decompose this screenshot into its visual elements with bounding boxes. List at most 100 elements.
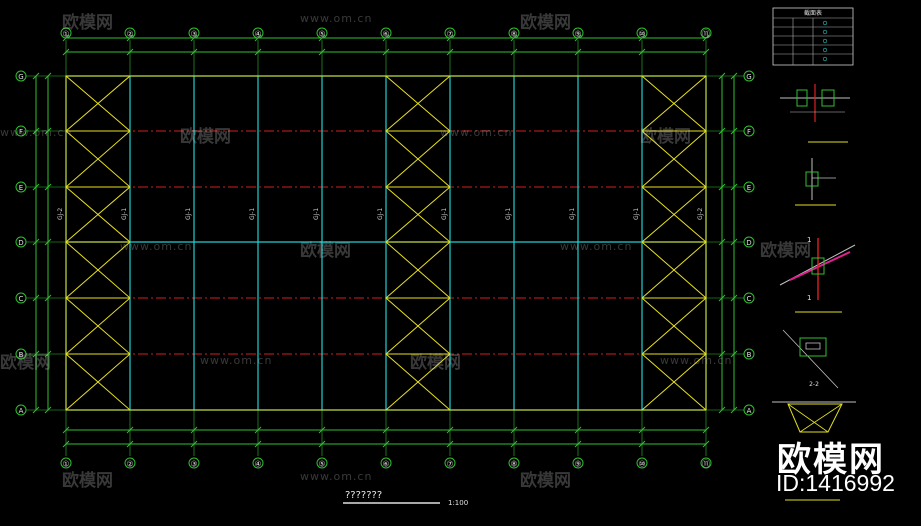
axis-bubble-label: G xyxy=(18,73,23,81)
watermark-brand: 欧模网 xyxy=(520,13,571,33)
axis-bubble-top xyxy=(444,27,456,39)
x-brace xyxy=(641,241,707,299)
axis-bubble-label: B xyxy=(19,351,24,359)
x-brace xyxy=(385,241,451,299)
x-brace xyxy=(385,353,451,411)
legend-symbol xyxy=(822,20,828,26)
watermark-site: www.om.cn xyxy=(0,126,73,139)
axis-bubble-label: ① xyxy=(62,30,69,39)
legend-table: 截面表 xyxy=(772,7,854,66)
watermark-site: www.om.cn xyxy=(300,12,373,25)
axis-bubble-bottom xyxy=(508,457,520,469)
axis-bubble-bottom xyxy=(316,457,328,469)
x-brace xyxy=(65,186,131,243)
column-label: GJ-1 xyxy=(377,208,384,220)
axis-bubble-label: C xyxy=(19,295,24,303)
x-brace xyxy=(385,75,451,132)
brand-logo-text: 欧模网 xyxy=(777,440,885,480)
axis-bubble-label: ⑧ xyxy=(510,30,517,39)
axis-bubble-left xyxy=(15,292,27,304)
axis-bubble-bottom xyxy=(636,457,648,469)
axis-bubble-label: ④ xyxy=(254,460,261,469)
axis-bubble-label: ⑤ xyxy=(318,30,325,39)
x-brace xyxy=(641,75,707,132)
axis-bubble-label: E xyxy=(747,184,751,192)
axis-bubble-label: D xyxy=(18,239,23,247)
watermark-brand: 欧模网 xyxy=(760,241,811,261)
x-brace xyxy=(641,353,707,411)
axis-bubble-label: ⑪ xyxy=(702,30,710,39)
axis-bubble-top xyxy=(636,27,648,39)
detail-connection-1 xyxy=(780,84,850,143)
column-label: GJ-1 xyxy=(441,208,448,220)
x-brace xyxy=(641,186,707,243)
axis-bubble-bottom xyxy=(572,457,584,469)
detail-line xyxy=(787,403,829,433)
x-brace xyxy=(385,297,451,355)
detail-base-node xyxy=(772,401,856,501)
watermark-site: www.om.cn xyxy=(200,354,273,367)
x-brace xyxy=(65,297,131,355)
axis-bubble-label: D xyxy=(746,239,751,247)
detail-section-label: 2-2 xyxy=(809,381,819,388)
legend-symbol xyxy=(822,56,828,62)
x-brace xyxy=(65,353,131,411)
detail-section-mark: 1 xyxy=(807,236,811,244)
detail-connection-2 xyxy=(795,158,836,206)
axis-bubble-bottom xyxy=(124,457,136,469)
x-brace xyxy=(641,297,707,355)
axis-bubble-right xyxy=(743,348,755,360)
axis-bubble-left xyxy=(15,125,27,137)
axis-bubble-label: E xyxy=(19,184,23,192)
column-label: GJ-1 xyxy=(505,208,512,220)
axis-bubble-top xyxy=(188,27,200,39)
column-label: GJ-1 xyxy=(249,208,256,220)
axis-bubble-top xyxy=(60,27,72,39)
axis-bubble-bottom xyxy=(380,457,392,469)
column-label: GJ-1 xyxy=(569,208,576,220)
axis-bubble-left xyxy=(15,348,27,360)
legend-symbol xyxy=(822,47,828,53)
detail-line xyxy=(799,403,843,433)
axis-bubble-label: ③ xyxy=(190,460,197,469)
detail-plate: 2-2 xyxy=(782,329,839,389)
axis-bubble-label: ③ xyxy=(190,30,197,39)
detail-part xyxy=(796,89,808,107)
axis-bubble-label: ① xyxy=(62,460,69,469)
column-label: GJ-2 xyxy=(697,208,704,220)
axis-bubble-bottom xyxy=(60,457,72,469)
detail-part xyxy=(805,342,821,350)
axis-bubble-bottom xyxy=(188,457,200,469)
watermark-site: www.om.cn xyxy=(660,354,733,367)
detail-line xyxy=(782,329,839,389)
watermark-site: www.om.cn xyxy=(300,470,373,483)
brand-id-text: ID:1416992 xyxy=(776,470,895,496)
axis-bubble-top xyxy=(316,27,328,39)
axis-bubble-label: ⑧ xyxy=(510,460,517,469)
axis-bubble-top xyxy=(508,27,520,39)
axis-bubble-label: F xyxy=(19,128,23,136)
x-brace xyxy=(65,130,131,188)
column-label: GJ-2 xyxy=(57,208,64,220)
detail-part xyxy=(787,403,843,433)
column-label: GJ-1 xyxy=(313,208,320,220)
watermark-brand: 欧模网 xyxy=(640,127,691,147)
watermark-brand: 欧模网 xyxy=(62,471,113,491)
axis-bubble-left xyxy=(15,404,27,416)
axis-bubble-label: ⑤ xyxy=(318,460,325,469)
axis-bubble-left xyxy=(15,70,27,82)
axis-bubble-label: ⑥ xyxy=(382,460,389,469)
axis-bubble-left xyxy=(15,181,27,193)
x-brace xyxy=(385,130,451,188)
axis-bubble-label: ⑦ xyxy=(446,460,453,469)
detail-brace-section: 11 xyxy=(779,236,856,313)
axis-bubble-label: ⑪ xyxy=(702,460,710,469)
axis-bubble-right xyxy=(743,125,755,137)
x-brace xyxy=(65,75,131,132)
axis-bubble-label: ④ xyxy=(254,30,261,39)
axis-bubble-top xyxy=(572,27,584,39)
axis-bubble-top xyxy=(700,27,712,39)
axis-bubble-top xyxy=(380,27,392,39)
